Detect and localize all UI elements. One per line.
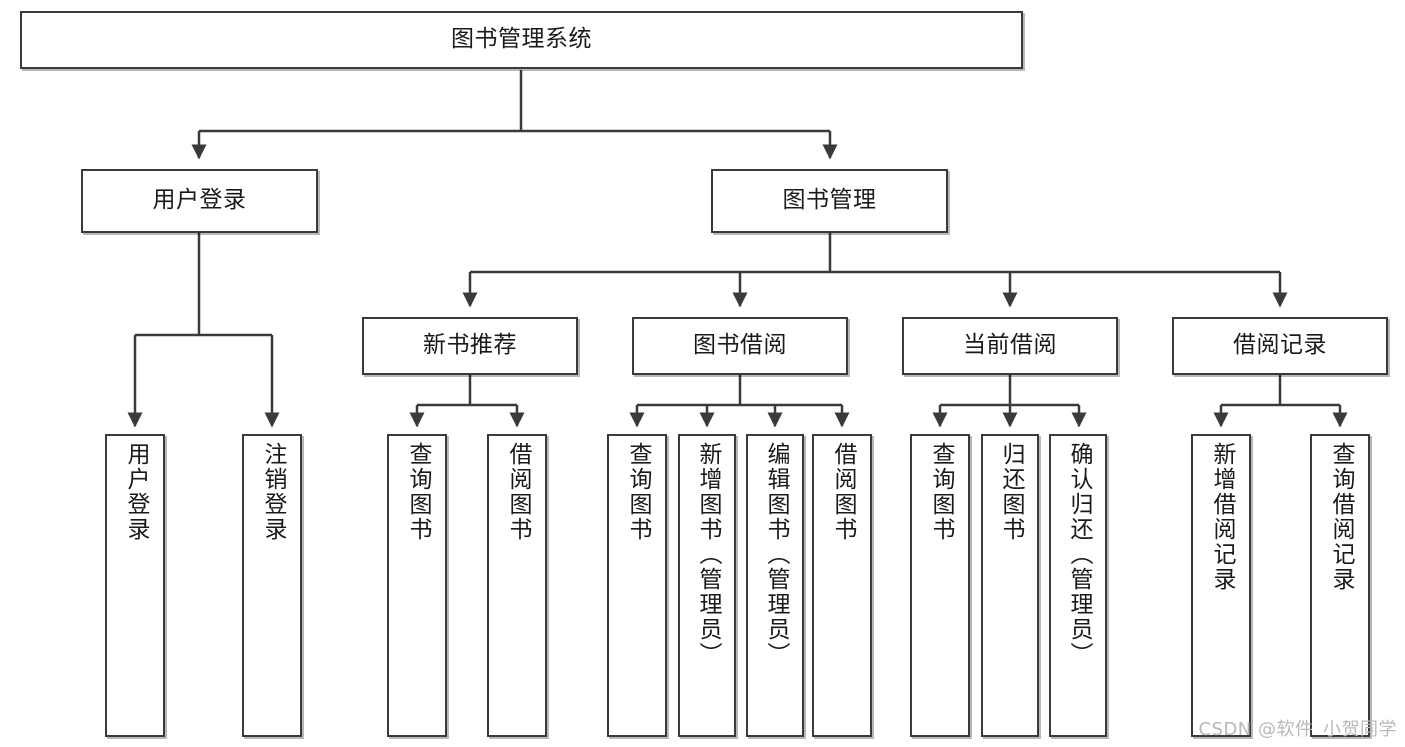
leaf-recommend-borrow-book[interactable]: 借阅图书 [487, 434, 547, 737]
leaf-current-query-book[interactable]: 查询图书 [910, 434, 970, 737]
node-book-management-label: 图书管理 [782, 187, 877, 214]
node-book-borrow-label: 图书借阅 [693, 332, 787, 359]
node-current-borrow[interactable]: 当前借阅 [902, 317, 1118, 375]
leaf-current-return-book[interactable]: 归还图书 [981, 434, 1039, 737]
node-user-login[interactable]: 用户登录 [81, 169, 318, 233]
node-root-system-label: 图书管理系统 [451, 26, 592, 53]
leaf-user-login-logout-label: 注销登录 [259, 442, 286, 542]
leaf-record-add-record[interactable]: 新增借阅记录 [1191, 434, 1251, 737]
leaf-recommend-borrow-book-label: 借阅图书 [504, 442, 531, 542]
leaf-borrow-edit-book-admin[interactable]: 编辑图书（管理员） [746, 434, 804, 737]
leaf-recommend-query-book-label: 查询图书 [404, 442, 431, 542]
leaf-record-add-record-label: 新增借阅记录 [1208, 442, 1235, 592]
leaf-borrow-query-book-label: 查询图书 [624, 442, 651, 542]
leaf-current-confirm-return-admin-label: 确认归还（管理员） [1065, 442, 1092, 667]
node-book-borrow[interactable]: 图书借阅 [632, 317, 848, 375]
leaf-borrow-add-book-admin[interactable]: 新增图书（管理员） [678, 434, 736, 737]
node-new-book-recommend[interactable]: 新书推荐 [362, 317, 578, 375]
node-current-borrow-label: 当前借阅 [963, 332, 1057, 359]
leaf-borrow-query-book[interactable]: 查询图书 [607, 434, 667, 737]
leaf-record-query-record-label: 查询借阅记录 [1327, 442, 1354, 592]
leaf-borrow-edit-book-admin-label: 编辑图书（管理员） [762, 442, 789, 667]
leaf-current-confirm-return-admin[interactable]: 确认归还（管理员） [1049, 434, 1107, 737]
leaf-user-login-login[interactable]: 用户登录 [105, 434, 165, 737]
leaf-borrow-borrow-book[interactable]: 借阅图书 [812, 434, 872, 737]
csdn-watermark: CSDN @软件_小贺同学 [1198, 719, 1397, 740]
node-book-management[interactable]: 图书管理 [711, 169, 948, 233]
node-borrow-record[interactable]: 借阅记录 [1172, 317, 1388, 375]
leaf-recommend-query-book[interactable]: 查询图书 [387, 434, 447, 737]
node-user-login-label: 用户登录 [152, 187, 247, 214]
leaf-borrow-borrow-book-label: 借阅图书 [829, 442, 856, 542]
node-borrow-record-label: 借阅记录 [1233, 332, 1327, 359]
leaf-current-return-book-label: 归还图书 [997, 442, 1024, 542]
leaf-user-login-logout[interactable]: 注销登录 [242, 434, 302, 737]
leaf-borrow-add-book-admin-label: 新增图书（管理员） [694, 442, 721, 667]
leaf-current-query-book-label: 查询图书 [927, 442, 954, 542]
leaf-record-query-record[interactable]: 查询借阅记录 [1310, 434, 1370, 737]
node-root-system[interactable]: 图书管理系统 [20, 11, 1023, 69]
leaf-user-login-login-label: 用户登录 [122, 442, 149, 542]
node-new-book-recommend-label: 新书推荐 [423, 332, 517, 359]
